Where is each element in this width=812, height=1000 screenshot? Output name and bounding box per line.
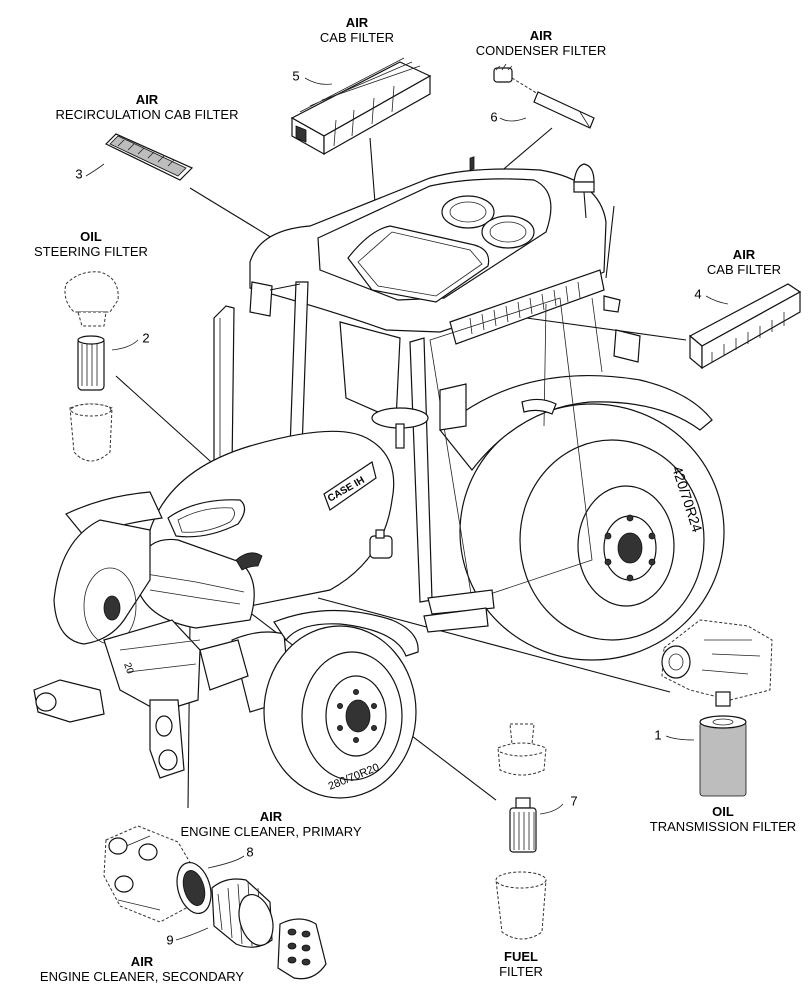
steering-filter-part — [64, 271, 119, 462]
recirculation-filter-part — [104, 133, 194, 181]
front-left-tire-text: 20 — [121, 661, 135, 676]
tractor-body — [33, 156, 725, 799]
front-hitch — [33, 619, 249, 779]
label-condenser-filter: AIR CONDENSER FILTER — [475, 28, 607, 58]
label-engine-cleaner-secondary: AIR ENGINE CLEANER, SECONDARY — [39, 954, 245, 984]
label-engine-cleaner-primary: AIR ENGINE CLEANER, PRIMARY — [180, 809, 362, 839]
label-fuel-filter: FUEL FILTER — [499, 949, 543, 979]
fuel-filter-part — [495, 723, 547, 940]
part-number-1: 1 — [654, 727, 662, 743]
label-recirculation-filter: AIR RECIRCULATION CAB FILTER — [55, 92, 239, 122]
label-cab-filter-top: AIR CAB FILTER — [319, 15, 395, 45]
condenser-clip — [493, 63, 539, 95]
part-number-6: 6 — [490, 109, 498, 125]
part-number-4: 4 — [694, 286, 702, 302]
condenser-filter-part — [493, 63, 595, 129]
label-steering-filter: OIL STEERING FILTER — [34, 229, 148, 259]
cab-filter-top-part — [290, 57, 432, 156]
part-number-3: 3 — [75, 166, 83, 182]
transmission-filter-part — [661, 619, 773, 797]
cab-filter-side-part — [688, 283, 802, 370]
front-left-wheel — [53, 519, 151, 645]
label-transmission-filter: OIL TRANSMISSION FILTER — [649, 804, 797, 834]
cab-roof — [249, 156, 615, 345]
rear-wheel — [459, 403, 725, 661]
part-number-5: 5 — [292, 68, 300, 84]
hood — [137, 430, 395, 629]
front-right-wheel — [231, 609, 419, 799]
part-number-7: 7 — [570, 793, 578, 809]
part-number-8: 8 — [246, 844, 254, 860]
engine-cleaner-parts — [103, 825, 327, 980]
part-number-9: 9 — [166, 932, 174, 948]
part-number-2: 2 — [142, 330, 150, 346]
cab-frame — [249, 281, 641, 633]
label-cab-filter-side: AIR CAB FILTER — [706, 247, 782, 277]
